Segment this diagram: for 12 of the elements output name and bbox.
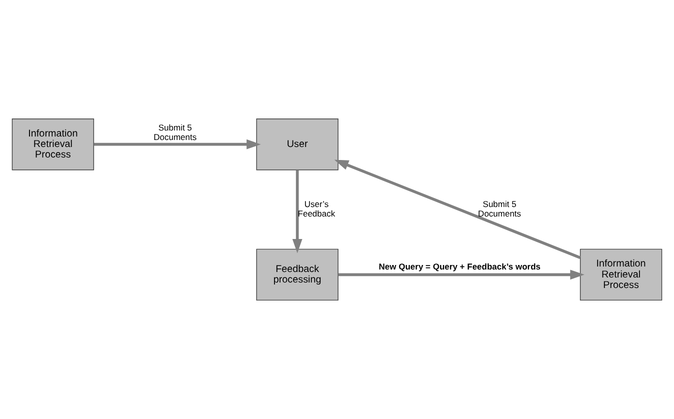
arrow: [94, 139, 261, 150]
node-box: Feedback processing: [256, 248, 338, 301]
edge-label: Submit 5 Documents: [478, 199, 522, 218]
arrow: [338, 270, 584, 280]
node-box: Information Retrieval Process: [12, 118, 94, 170]
arrow: [334, 160, 581, 259]
edge-label: User’s Feedback: [298, 199, 336, 218]
node-box: User: [256, 118, 338, 170]
arrow: [292, 170, 302, 254]
edge-label: New Query = Query + Feedback’s words: [378, 261, 541, 272]
node-box: Information Retrieval Process: [580, 248, 662, 301]
edge-label: Submit 5 Documents: [154, 122, 197, 142]
